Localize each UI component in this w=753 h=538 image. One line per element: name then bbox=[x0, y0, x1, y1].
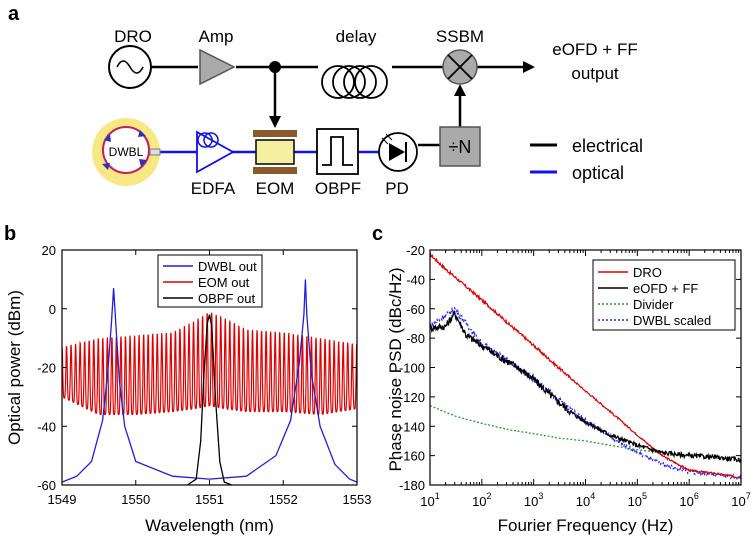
diode-triangle bbox=[389, 143, 405, 161]
electrical-lines bbox=[151, 65, 525, 147]
divider-label: ÷N bbox=[449, 137, 472, 157]
eom-top-electrode bbox=[253, 130, 297, 137]
x-tick-label: 1549 bbox=[48, 492, 77, 507]
x-tick-label: 103 bbox=[524, 491, 543, 509]
x-tick-label: 106 bbox=[679, 491, 698, 509]
obpf-label: OBPF bbox=[315, 179, 361, 198]
y-tick-label: -160 bbox=[399, 449, 425, 464]
x-tick-base: 10 bbox=[420, 494, 434, 509]
ssbm-label: SSBM bbox=[436, 27, 484, 46]
y-tick-label: -60 bbox=[406, 302, 425, 317]
series-obpf-out-line bbox=[187, 314, 232, 486]
edfa-amplifier-icon bbox=[196, 130, 235, 174]
series-divider-line bbox=[430, 405, 741, 460]
x-tick-exponent: 4 bbox=[590, 491, 595, 501]
delay-coil-icon bbox=[321, 65, 388, 99]
panel-label-a: a bbox=[8, 3, 20, 25]
eom-bottom-electrode bbox=[253, 167, 297, 174]
y-tick-label: -40 bbox=[37, 419, 56, 434]
edfa-label: EDFA bbox=[191, 179, 236, 198]
light-arrows-icon bbox=[381, 133, 393, 145]
eom-crystal bbox=[255, 139, 295, 165]
delay-label: delay bbox=[336, 27, 377, 46]
series-dwbl-out-line bbox=[61, 279, 358, 483]
legend-electrical-label: electrical bbox=[572, 136, 643, 156]
optical-spectrum-chart: -60 -40 -20 0 20 1549 1550 1551 1552 1553Waveleng… bbox=[5, 243, 371, 535]
x-tick-label: 102 bbox=[472, 491, 491, 509]
x-tick-base: 10 bbox=[472, 494, 486, 509]
y-tick-label: -80 bbox=[406, 331, 425, 346]
eom-label: EOM bbox=[256, 179, 295, 198]
x-tick-label: 1553 bbox=[343, 492, 372, 507]
y-tick-label: 0 bbox=[49, 302, 56, 317]
dwbl-resonator bbox=[102, 126, 150, 174]
y-tick-label: -20 bbox=[406, 243, 425, 258]
x-tick-label: 1550 bbox=[121, 492, 150, 507]
x-axis-label: Fourier Frequency (Hz) bbox=[498, 516, 674, 535]
y-tick-label: -20 bbox=[37, 361, 56, 376]
mixer-cross bbox=[447, 54, 473, 80]
dro-label: DRO bbox=[114, 27, 152, 46]
x-tick-label: 105 bbox=[628, 491, 647, 509]
panel-label-c: c bbox=[372, 223, 383, 245]
series-eom-out-line bbox=[61, 312, 358, 416]
output-label-line2: output bbox=[571, 64, 619, 83]
y-tick-label: -140 bbox=[399, 419, 425, 434]
panel-label-b: b bbox=[4, 223, 16, 245]
dwbl-coupler bbox=[149, 148, 161, 156]
amp-label: Amp bbox=[199, 27, 234, 46]
dwbl-arrows-icon bbox=[102, 130, 147, 170]
legend-label: Divider bbox=[633, 297, 674, 312]
series-dro-line bbox=[429, 252, 742, 480]
y-tick-label: -60 bbox=[37, 478, 56, 493]
x-tick-exponent: 2 bbox=[487, 491, 492, 501]
dwbl-label: DWBL bbox=[109, 145, 144, 159]
x-tick-base: 10 bbox=[628, 494, 642, 509]
y-tick-label: 20 bbox=[42, 243, 56, 258]
pd-label: PD bbox=[385, 179, 409, 198]
obpf-box bbox=[316, 128, 359, 175]
legend-label: eOFD + FF bbox=[633, 281, 698, 296]
x-axis-label: Wavelength (nm) bbox=[145, 516, 274, 535]
y-axis-label: Phase noise PSD (dBc/Hz) bbox=[386, 267, 405, 471]
y-tick-label: -100 bbox=[399, 361, 425, 376]
legend-label: EOM out bbox=[198, 275, 250, 290]
x-tick-label: 104 bbox=[576, 491, 595, 509]
series-eofd-ff-line bbox=[429, 310, 742, 464]
x-tick-exponent: 3 bbox=[538, 491, 543, 501]
legend-label: DWBL out bbox=[198, 259, 257, 274]
legend-label: OBPF out bbox=[198, 291, 255, 306]
legend-label: DWBL scaled bbox=[633, 313, 711, 328]
edfa-coil-icon bbox=[197, 132, 219, 148]
output-label-line1: eOFD + FF bbox=[552, 40, 637, 59]
x-tick-exponent: 1 bbox=[435, 491, 440, 501]
x-tick-base: 10 bbox=[679, 494, 693, 509]
x-tick-label: 1552 bbox=[269, 492, 298, 507]
y-tick-label: -180 bbox=[399, 478, 425, 493]
x-tick-exponent: 5 bbox=[642, 491, 647, 501]
y-tick-label: -120 bbox=[399, 390, 425, 405]
x-tick-label: 101 bbox=[420, 491, 439, 509]
x-tick-base: 10 bbox=[524, 494, 538, 509]
y-axis-label: Optical power (dBm) bbox=[5, 290, 24, 445]
amplifier-icon bbox=[199, 48, 236, 86]
x-tick-base: 10 bbox=[731, 494, 745, 509]
x-tick-exponent: 7 bbox=[746, 491, 751, 501]
y-tick-label: -40 bbox=[406, 272, 425, 287]
x-tick-label: 107 bbox=[731, 491, 750, 509]
x-tick-exponent: 6 bbox=[694, 491, 699, 501]
sine-icon bbox=[116, 60, 144, 74]
x-tick-label: 1551 bbox=[195, 492, 224, 507]
x-tick-base: 10 bbox=[576, 494, 590, 509]
divider-box bbox=[439, 126, 481, 167]
legend-label: DRO bbox=[633, 265, 662, 280]
splitter-node bbox=[269, 61, 281, 73]
legend-optical-label: optical bbox=[572, 163, 624, 183]
bandpass-icon bbox=[322, 136, 353, 166]
electrical-arrowheads bbox=[269, 61, 535, 128]
